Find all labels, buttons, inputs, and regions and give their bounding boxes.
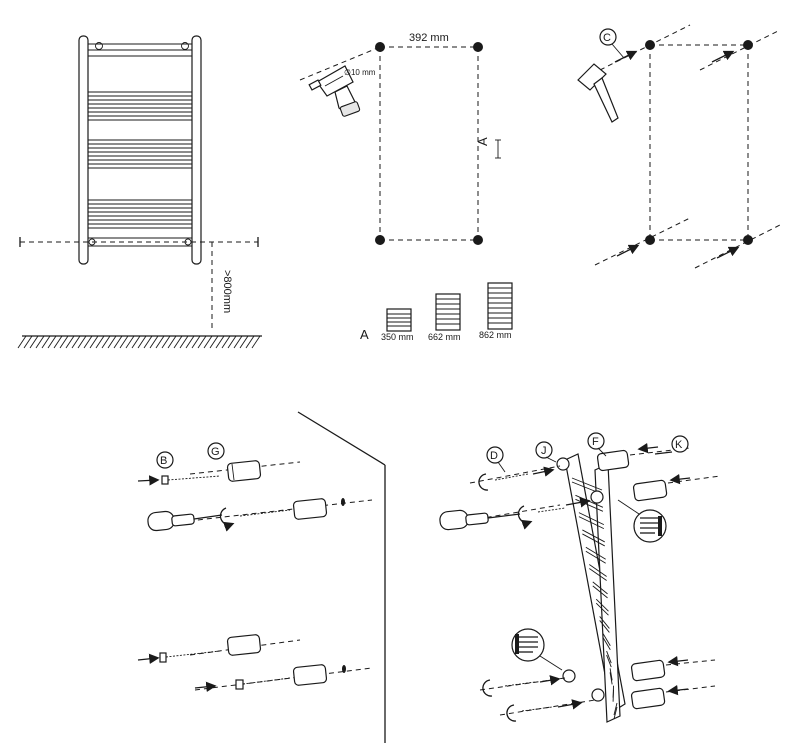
level-icon <box>617 499 667 543</box>
callout-d: D <box>490 450 498 462</box>
size-legend-label: A <box>360 327 369 342</box>
plug-insertion-view: C <box>577 24 781 269</box>
wall-plug-icon <box>226 460 262 482</box>
drill-icon <box>308 65 361 117</box>
callout-c: C <box>603 32 611 44</box>
drill-size-label: ∅10 mm <box>344 68 376 77</box>
callout-f: F <box>592 436 599 448</box>
screwdriver-icon <box>147 510 223 532</box>
height-a-label: A <box>475 137 490 146</box>
callout-k: K <box>675 439 683 451</box>
hammer-icon <box>577 63 619 123</box>
drilling-template: 392 mm A ∅10 mm <box>299 32 501 245</box>
level-icon-2 <box>511 628 563 671</box>
radiator-size-medium-icon <box>435 293 461 331</box>
size-350: 350 mm <box>381 332 414 342</box>
size-legend: A 350 mm 662 mm 862 mm <box>360 282 513 342</box>
radiator-size-small-icon <box>386 308 412 332</box>
callout-g: G <box>211 446 220 458</box>
radiator-size-large-icon <box>487 282 513 330</box>
callout-b: B <box>160 455 167 467</box>
callout-j: J <box>541 445 547 457</box>
floor-hatch <box>17 335 262 349</box>
size-662: 662 mm <box>428 332 461 342</box>
radiator-front-view: >800mm <box>17 35 262 349</box>
wall-mounting-view: B G <box>137 411 386 743</box>
size-862: 862 mm <box>479 330 512 340</box>
screw-icon <box>161 475 221 485</box>
towel-radiator-icon <box>78 35 202 265</box>
min-height-label: >800mm <box>221 270 233 313</box>
radiator-hanging-view: D J F K <box>439 432 721 723</box>
hole-spacing-label: 392 mm <box>409 32 449 44</box>
screwdriver-icon-2 <box>439 509 521 531</box>
